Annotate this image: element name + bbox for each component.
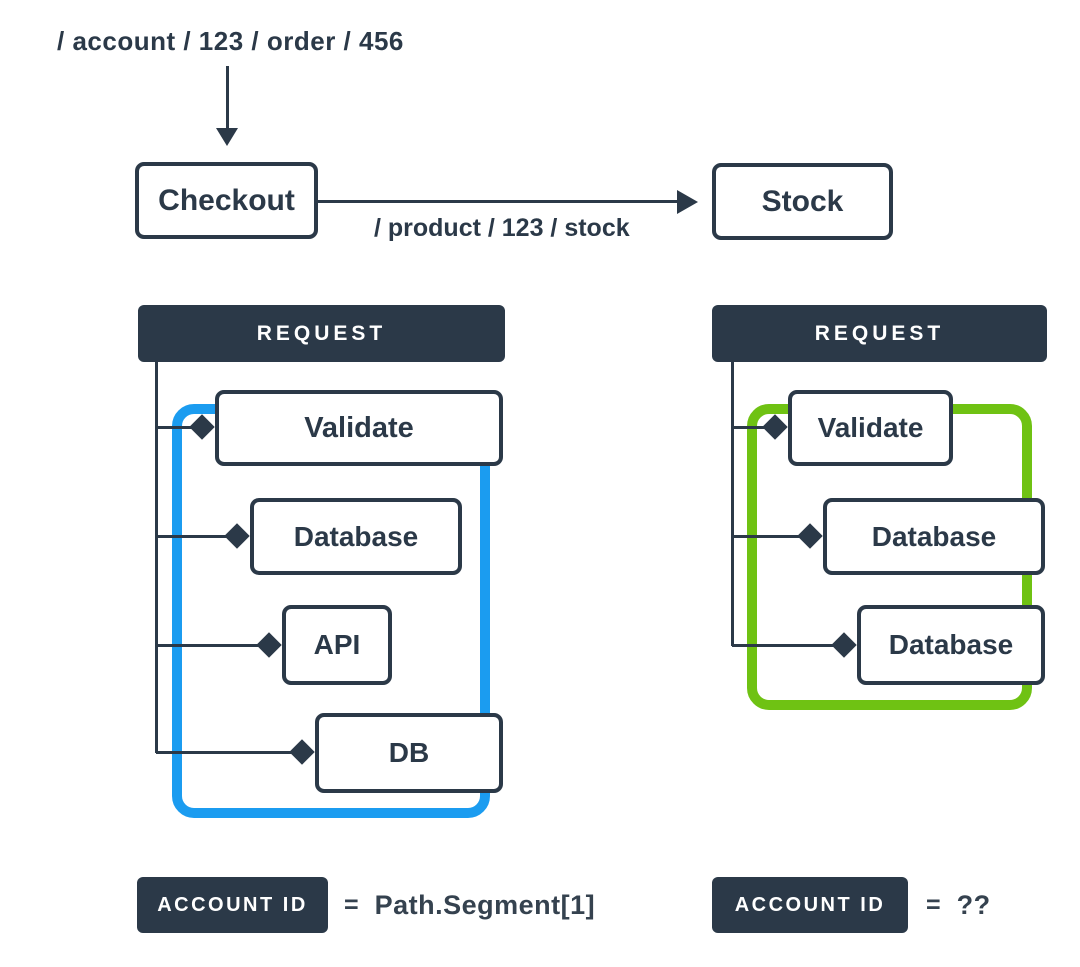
trunk-line-right xyxy=(731,362,734,646)
request-arrow-shaft xyxy=(318,200,678,203)
account-id-value-left: = Path.Segment[1] xyxy=(344,877,595,933)
branch-line xyxy=(732,426,775,429)
span-node-api: API xyxy=(282,605,392,685)
account-id-value-right: = ?? xyxy=(926,877,991,933)
span-label: Database xyxy=(871,520,997,552)
stock-label: Stock xyxy=(761,184,844,218)
span-label: Database xyxy=(888,629,1014,660)
span-label: Validate xyxy=(304,411,414,444)
checkout-node: Checkout xyxy=(135,162,318,239)
outgoing-path-label: / product / 123 / stock xyxy=(374,214,630,242)
branch-line xyxy=(156,751,302,754)
span-label: Validate xyxy=(817,412,924,443)
arrow-right-icon xyxy=(677,190,698,214)
down-arrow-shaft xyxy=(226,66,229,129)
branch-line xyxy=(732,644,844,647)
equals-sign: = xyxy=(926,890,941,919)
request-header-left-label: REQUEST xyxy=(256,321,387,345)
request-header-right: REQUEST xyxy=(712,305,1047,362)
checkout-label: Checkout xyxy=(158,183,295,217)
span-node-database: Database xyxy=(857,605,1045,685)
span-label: API xyxy=(313,629,361,660)
account-id-badge-label: ACCOUNT ID xyxy=(734,893,886,916)
equals-sign: = xyxy=(344,890,359,919)
account-id-badge-left: ACCOUNT ID xyxy=(137,877,328,933)
incoming-path-label: / account / 123 / order / 456 xyxy=(57,26,404,56)
span-node-validate: Validate xyxy=(215,390,503,466)
account-id-badge-right: ACCOUNT ID xyxy=(712,877,908,933)
span-node-db: DB xyxy=(315,713,503,793)
span-label: Database xyxy=(293,520,419,552)
span-label: DB xyxy=(388,737,430,768)
request-header-left: REQUEST xyxy=(138,305,505,362)
account-id-value: ?? xyxy=(956,889,991,920)
branch-line xyxy=(156,644,269,647)
request-header-right-label: REQUEST xyxy=(814,321,945,345)
account-id-value: Path.Segment[1] xyxy=(374,889,596,920)
span-node-database: Database xyxy=(823,498,1045,575)
span-node-validate: Validate xyxy=(788,390,953,466)
arrow-down-icon xyxy=(216,128,238,146)
trunk-line-left xyxy=(155,362,158,753)
branch-line xyxy=(156,426,200,429)
account-id-badge-label: ACCOUNT ID xyxy=(157,893,308,916)
branch-line xyxy=(156,535,237,538)
span-node-database: Database xyxy=(250,498,462,575)
stock-node: Stock xyxy=(712,163,893,240)
branch-line xyxy=(732,535,810,538)
